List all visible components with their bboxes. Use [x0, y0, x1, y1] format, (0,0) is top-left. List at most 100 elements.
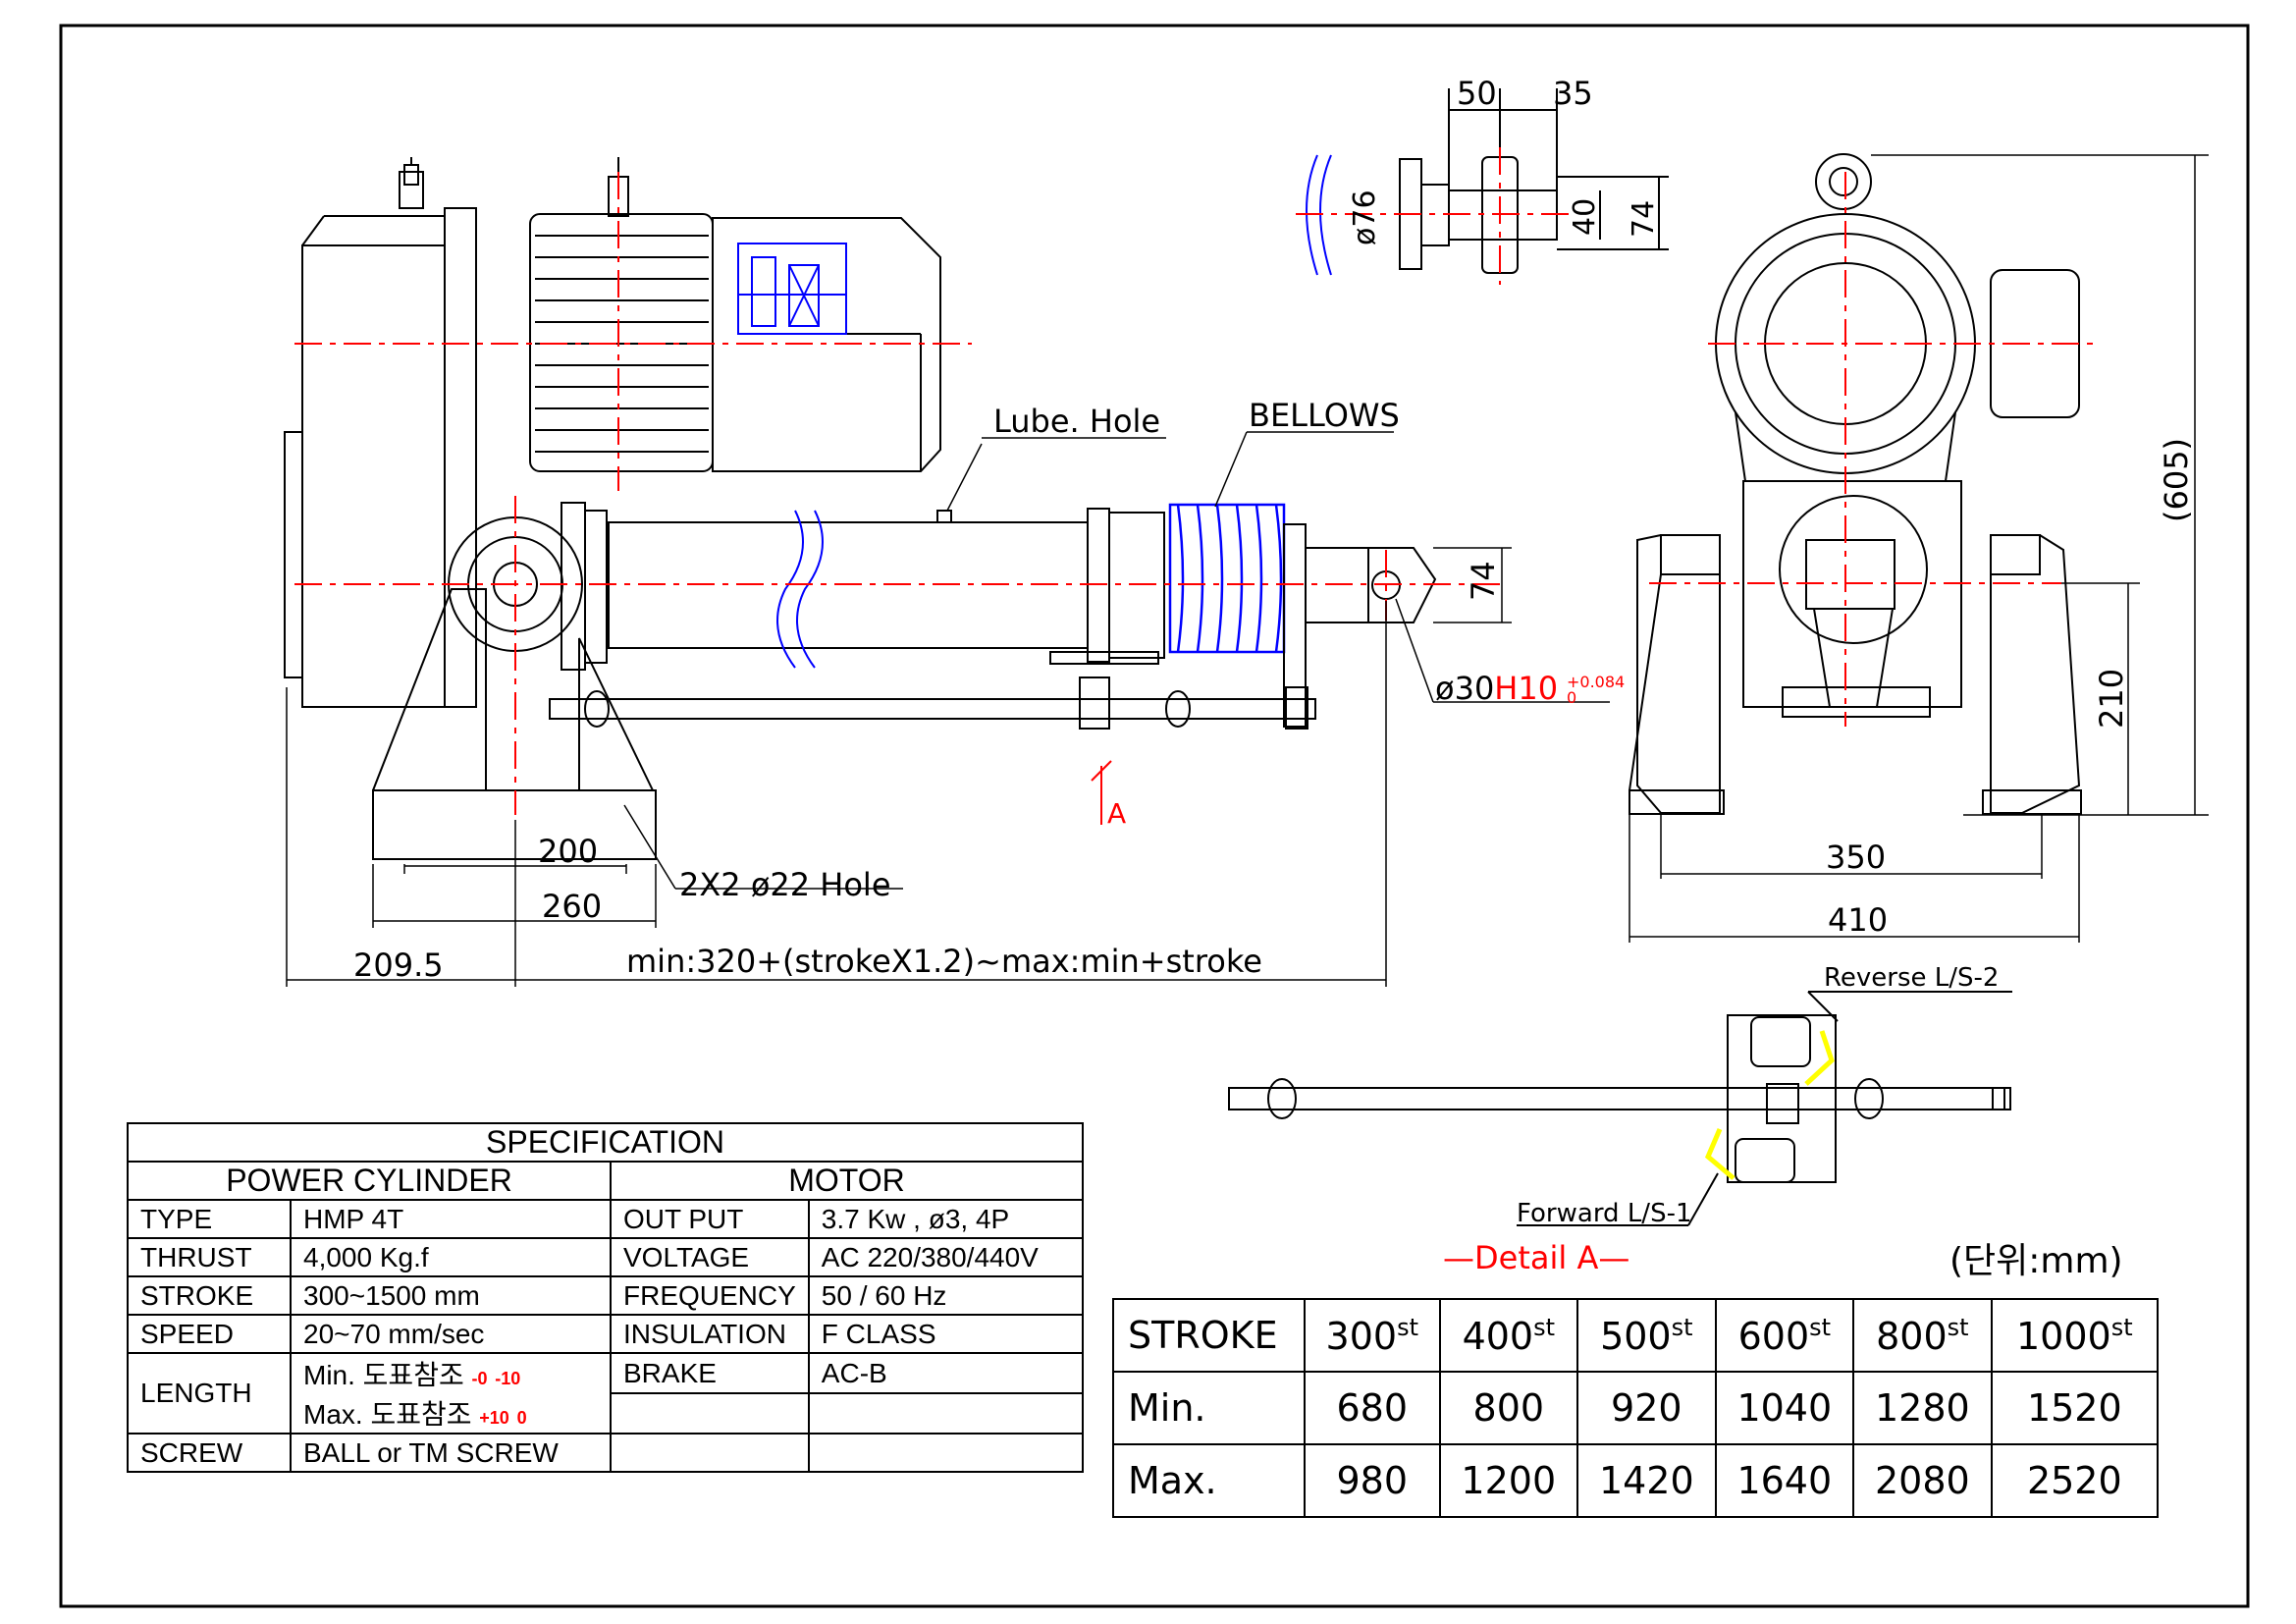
pin-tol-upper: +0.084 — [1567, 673, 1625, 691]
stroke-header-cell: 500st — [1576, 1298, 1717, 1373]
front-view — [1629, 153, 2082, 815]
motor-value: 50 / 60 Hz — [807, 1275, 1085, 1316]
motor-value: AC 220/380/440V — [807, 1237, 1085, 1277]
stroke-min-cell: 1040 — [1714, 1371, 1855, 1445]
stroke-min-cell: 680 — [1304, 1371, 1441, 1445]
stroke-header-cell: 400st — [1438, 1298, 1579, 1373]
drawing-border — [59, 24, 2250, 1608]
side-centerlines — [294, 172, 1502, 815]
spec-value: 20~70 mm/sec — [290, 1314, 612, 1354]
bellows — [1168, 503, 1286, 654]
stroke-min-cell: 800 — [1438, 1371, 1579, 1445]
dim-605: (605) — [2158, 438, 2195, 522]
stroke-header-cell: 300st — [1304, 1298, 1441, 1373]
front-centerlines — [1649, 172, 2101, 727]
spec-label: TYPE — [127, 1199, 292, 1239]
spec-value: HMP 4T — [290, 1199, 612, 1239]
stroke-min-cell: 920 — [1576, 1371, 1717, 1445]
section-label-a: A — [1107, 797, 1126, 830]
motor-empty — [610, 1392, 810, 1435]
spec-cylinder-header: POWER CYLINDER — [127, 1161, 612, 1201]
motor-value-brake: AC-B — [807, 1352, 1085, 1394]
stroke-max-cell: 980 — [1304, 1443, 1441, 1518]
spec-value-screw: BALL or TM SCREW — [290, 1433, 612, 1473]
spec-row-screw: SCREW BALL or TM SCREW — [127, 1433, 1085, 1473]
motor-empty — [807, 1392, 1085, 1435]
motor-empty — [807, 1433, 1085, 1473]
spec-length-label: LENGTH — [127, 1352, 292, 1435]
stroke-min-cell: 1520 — [1990, 1371, 2160, 1445]
side-view — [284, 157, 1437, 860]
detail-centerlines — [1296, 147, 1571, 285]
brake-unit — [737, 243, 847, 335]
spec-row: STROKE 300~1500 mm FREQUENCY 50 / 60 Hz — [127, 1275, 1085, 1316]
label-bellows: BELLOWS — [1249, 397, 1400, 434]
stroke-header-cell: 800st — [1852, 1298, 1993, 1373]
length-max-tol-upper: +10 — [479, 1408, 509, 1428]
dim-length-formula: min:320+(strokeX1.2)~max:min+stroke — [626, 943, 1262, 980]
label-detail-a: —Detail A— — [1443, 1239, 1629, 1276]
length-min-tol-upper: -0 — [471, 1369, 488, 1388]
section-arrow — [1091, 760, 1112, 825]
spec-label: THRUST — [127, 1237, 292, 1277]
pin-fit: H10 — [1494, 670, 1558, 707]
pin-diameter: ø30 — [1435, 670, 1494, 707]
stroke-min-label: Min. — [1112, 1371, 1306, 1445]
stroke-max-cell: 1420 — [1576, 1443, 1717, 1518]
specification-table: SPECIFICATION POWER CYLINDER MOTOR TYPE … — [127, 1122, 1085, 1473]
dim-40: 40 — [1568, 198, 1602, 236]
dim-74-detail: 74 — [1627, 200, 1661, 238]
stroke-max-cell: 1200 — [1438, 1443, 1579, 1518]
svg-text:ø30H10: ø30H10 — [1435, 670, 1558, 707]
motor-value: 3.7 Kw , ø3, 4P — [807, 1199, 1085, 1239]
spec-row-length-min: LENGTH Min. 도표참조 -0 -10 BRAKE AC-B — [127, 1352, 1085, 1435]
spec-label-screw: SCREW — [127, 1433, 292, 1473]
motor-label: OUT PUT — [610, 1199, 810, 1239]
detail-a-view — [1228, 991, 2012, 1226]
dim-50: 50 — [1457, 75, 1497, 112]
spec-length-max: Max. 도표참조 +10 0 — [290, 1393, 612, 1434]
label-hole-note: 2X2 ø22 Hole — [679, 866, 891, 903]
spec-label: STROKE — [127, 1275, 292, 1316]
stroke-max-cell: 2520 — [1990, 1443, 2160, 1518]
length-min-text: Min. 도표참조 — [303, 1360, 464, 1390]
label-forward-switch: Forward L/S-1 — [1517, 1199, 1692, 1228]
label-unit: (단위:mm) — [1949, 1241, 2123, 1281]
spec-value: 4,000 Kg.f — [290, 1237, 612, 1277]
dim-76: ø76 — [1348, 189, 1382, 245]
label-reverse-switch: Reverse L/S-2 — [1824, 963, 1999, 993]
label-lube-hole: Lube. Hole — [993, 403, 1160, 440]
clevis-detail — [1306, 88, 1669, 276]
motor-label-brake: BRAKE — [610, 1352, 810, 1394]
spec-value: 300~1500 mm — [290, 1275, 612, 1316]
stroke-max-row: Max. 980 1200 1420 1640 2080 2520 — [1112, 1443, 2160, 1518]
stroke-max-cell: 2080 — [1852, 1443, 1993, 1518]
spec-row: TYPE HMP 4T OUT PUT 3.7 Kw , ø3, 4P — [127, 1199, 1085, 1239]
spec-row-length-max: Max. 도표참조 +10 0 — [128, 1392, 1085, 1435]
dim-35: 35 — [1553, 75, 1593, 112]
dim-410: 410 — [1828, 901, 1888, 939]
limit-switch-levers — [1704, 1030, 1835, 1180]
spec-length-min: Min. 도표참조 -0 -10 — [290, 1352, 612, 1393]
stroke-header-label: STROKE — [1112, 1298, 1306, 1373]
stroke-min-cell: 1280 — [1852, 1371, 1993, 1445]
motor-label: INSULATION — [610, 1314, 810, 1354]
motor-label: FREQUENCY — [610, 1275, 810, 1316]
stroke-table: STROKE 300st 400st 500st 600st 800st 100… — [1112, 1298, 2160, 1518]
dim-260: 260 — [542, 888, 602, 925]
pin-tol-lower: 0 — [1567, 688, 1576, 707]
length-min-tol-lower: -10 — [495, 1369, 521, 1388]
side-dimensions — [286, 431, 1610, 987]
spec-row: SPEED 20~70 mm/sec INSULATION F CLASS — [127, 1314, 1085, 1354]
length-max-tol-lower: 0 — [516, 1408, 527, 1428]
length-max-text: Max. 도표참조 — [303, 1399, 472, 1430]
stroke-max-cell: 1640 — [1714, 1443, 1855, 1518]
motor-value: F CLASS — [807, 1314, 1085, 1354]
front-dimensions — [1629, 154, 2209, 943]
spec-row: THRUST 4,000 Kg.f VOLTAGE AC 220/380/440… — [127, 1237, 1085, 1277]
stroke-min-row: Min. 680 800 920 1040 1280 1520 — [1112, 1371, 2160, 1445]
motor-empty — [610, 1433, 810, 1473]
spec-label: SPEED — [127, 1314, 292, 1354]
dim-74-side: 74 — [1465, 561, 1502, 601]
